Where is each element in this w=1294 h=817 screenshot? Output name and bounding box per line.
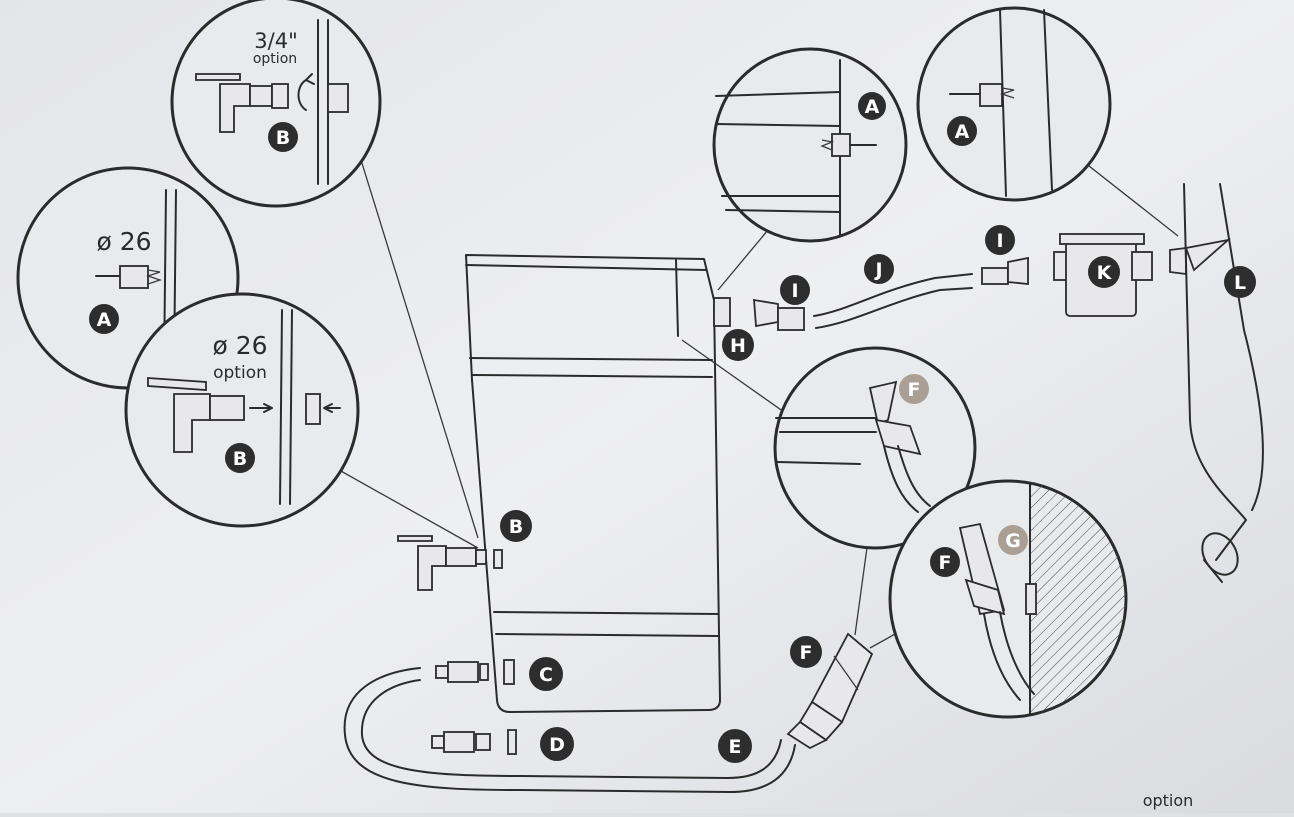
zoom-circle-tap-26 bbox=[124, 292, 360, 528]
hose-e bbox=[343, 667, 796, 793]
svg-text:I: I bbox=[791, 280, 798, 302]
svg-text:K: K bbox=[1097, 262, 1113, 284]
svg-text:I: I bbox=[996, 230, 1003, 252]
badge-f-zoom-bottom: F bbox=[930, 547, 960, 577]
svg-text:B: B bbox=[276, 127, 290, 149]
badge-c: C bbox=[529, 657, 563, 691]
badge-b-tank: B bbox=[500, 510, 532, 542]
badge-k: K bbox=[1088, 256, 1120, 288]
overflow-fitting-f bbox=[786, 632, 874, 750]
connector-c bbox=[435, 659, 515, 685]
badge-f-zoom-top: F bbox=[899, 374, 929, 404]
svg-text:B: B bbox=[509, 516, 523, 538]
zoom-circle-seal-g bbox=[888, 479, 1128, 719]
zoom-circle-tank-top bbox=[712, 47, 908, 243]
svg-text:F: F bbox=[939, 552, 952, 574]
svg-text:B: B bbox=[233, 448, 247, 470]
svg-text:A: A bbox=[97, 309, 112, 331]
zoom-circle-downpipe-drill bbox=[916, 6, 1112, 202]
size-label-34: 3/4" bbox=[254, 29, 297, 53]
pipe-j bbox=[813, 273, 973, 329]
svg-text:G: G bbox=[1005, 530, 1021, 552]
connector-d bbox=[431, 729, 517, 755]
connector-i-right bbox=[981, 256, 1029, 285]
svg-text:E: E bbox=[729, 736, 742, 758]
badge-a-zoom-left: A bbox=[89, 304, 119, 334]
diameter-label-a: ø 26 bbox=[96, 227, 151, 256]
option-label-corner: option bbox=[1143, 791, 1194, 810]
downpipe bbox=[1183, 183, 1264, 583]
connector-h bbox=[713, 297, 731, 327]
connector-i-left bbox=[753, 298, 805, 331]
diameter-label-b: ø 26 bbox=[212, 331, 267, 360]
svg-text:F: F bbox=[800, 642, 813, 664]
svg-text:H: H bbox=[730, 335, 746, 357]
badge-d: D bbox=[540, 727, 574, 761]
badge-f-bottom: F bbox=[790, 636, 822, 668]
svg-text:F: F bbox=[908, 379, 921, 401]
tap-b-assembly bbox=[397, 535, 503, 591]
option-label-b: option bbox=[213, 363, 267, 383]
badge-g: G bbox=[998, 525, 1028, 555]
badge-e: E bbox=[718, 729, 752, 763]
svg-text:C: C bbox=[539, 664, 553, 686]
svg-text:D: D bbox=[549, 734, 565, 756]
svg-text:L: L bbox=[1234, 272, 1246, 294]
water-tank bbox=[465, 254, 721, 713]
badge-i-left: I bbox=[780, 275, 810, 305]
badge-i-right: I bbox=[985, 225, 1015, 255]
svg-text:J: J bbox=[873, 259, 882, 281]
option-label-34: option bbox=[253, 51, 297, 67]
badge-b-zoom-left: B bbox=[225, 443, 255, 473]
badge-j: J bbox=[864, 254, 894, 284]
badge-a-zoom-right: A bbox=[947, 116, 977, 146]
zoom-circle-tap-34 bbox=[170, 0, 382, 208]
badge-h: H bbox=[722, 329, 754, 361]
badge-a-zoom-center: A bbox=[858, 92, 886, 120]
badge-l: L bbox=[1224, 266, 1256, 298]
svg-text:A: A bbox=[865, 96, 880, 118]
badge-b-zoom-top: B bbox=[268, 122, 298, 152]
svg-text:A: A bbox=[955, 121, 970, 143]
